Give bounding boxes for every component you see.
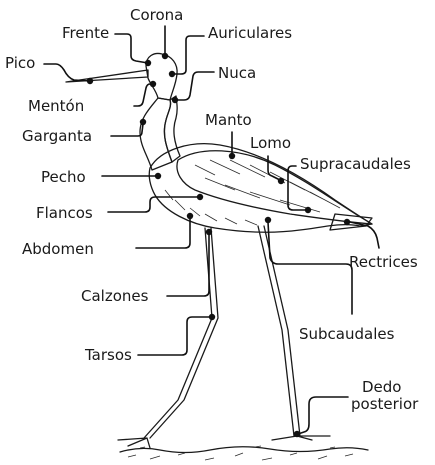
label-pecho: Pecho bbox=[41, 168, 86, 186]
label-garganta: Garganta bbox=[22, 127, 92, 145]
point-pecho bbox=[155, 173, 161, 179]
label-auriculares: Auriculares bbox=[208, 24, 292, 42]
label-manto: Manto bbox=[205, 111, 252, 129]
point-subcaudales bbox=[265, 217, 271, 223]
point-tarsos bbox=[209, 314, 215, 320]
point-pico bbox=[87, 78, 93, 84]
label-lomo: Lomo bbox=[250, 134, 291, 152]
leader-calzones bbox=[167, 234, 209, 296]
label-tarsos: Tarsos bbox=[84, 346, 132, 364]
label-corona: Corona bbox=[130, 6, 183, 24]
leader-tarsos bbox=[138, 317, 212, 355]
point-flancos bbox=[197, 194, 203, 200]
point-frente bbox=[145, 60, 151, 66]
leader-frente bbox=[115, 34, 148, 63]
point-menton bbox=[150, 81, 156, 87]
label-flancos: Flancos bbox=[36, 204, 93, 222]
labels: Corona Frente Auriculares Pico Nuca Ment… bbox=[5, 6, 419, 413]
point-garganta bbox=[140, 119, 146, 125]
label-dedo-posterior-line1: Dedo bbox=[362, 378, 401, 396]
point-nuca bbox=[172, 97, 178, 103]
leader-pico bbox=[44, 64, 90, 81]
label-abdomen: Abdomen bbox=[22, 240, 94, 258]
label-pico: Pico bbox=[5, 54, 35, 72]
point-corona bbox=[162, 53, 168, 59]
point-auriculares bbox=[169, 71, 175, 77]
point-supracaudales bbox=[305, 207, 311, 213]
point-abdomen bbox=[187, 213, 193, 219]
label-menton: Mentón bbox=[28, 97, 84, 115]
label-frente: Frente bbox=[62, 24, 109, 42]
leader-flancos bbox=[108, 197, 200, 212]
label-supracaudales: Supracaudales bbox=[300, 155, 411, 173]
leader-nuca bbox=[175, 72, 214, 100]
ground-texture bbox=[120, 446, 368, 460]
label-nuca: Nuca bbox=[218, 64, 256, 82]
point-calzones bbox=[206, 229, 212, 235]
label-rectrices: Rectrices bbox=[349, 253, 418, 271]
label-subcaudales: Subcaudales bbox=[299, 325, 395, 343]
leader-rectrices bbox=[350, 222, 379, 248]
leader-menton bbox=[134, 84, 153, 106]
point-lomo bbox=[278, 178, 284, 184]
point-rectrices bbox=[344, 219, 350, 225]
point-dedo-posterior bbox=[294, 431, 300, 437]
leader-dedo-posterior bbox=[298, 397, 348, 434]
leader-abdomen bbox=[136, 218, 190, 248]
point-manto bbox=[229, 153, 235, 159]
leader-lines bbox=[44, 26, 379, 437]
eye-shape bbox=[156, 65, 160, 69]
leader-garganta bbox=[111, 124, 143, 136]
label-dedo-posterior-line2: posterior bbox=[351, 395, 419, 413]
neck-shape bbox=[140, 98, 172, 170]
label-calzones: Calzones bbox=[81, 287, 149, 305]
